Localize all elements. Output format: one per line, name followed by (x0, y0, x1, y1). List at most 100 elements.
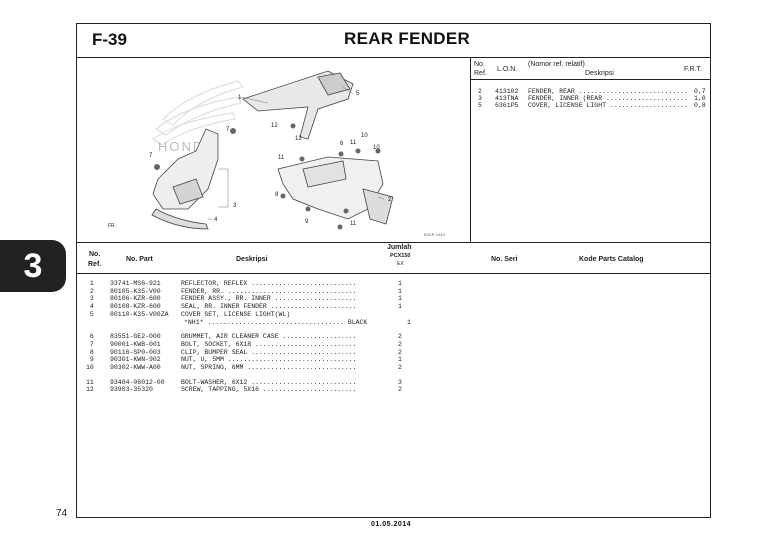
parts-row-qty: 1 (398, 295, 402, 303)
parts-row-desc: COVER SET, LICENSE LIGHT(WL) (181, 310, 291, 318)
parts-row-desc: BOLT-WASHER, 6X12 ......................… (181, 378, 357, 386)
ref-header-nomor: (Nomor ref. relatif) (528, 61, 585, 68)
svg-text:5: 5 (356, 91, 360, 97)
ref-row-desc: FENDER, REAR ...........................… (528, 88, 688, 95)
honda-watermark (151, 80, 245, 146)
parts-row-part: 83551-GE2-000 (110, 333, 161, 341)
ref-row-frt: 0,8 (694, 102, 706, 109)
parts-row-qty: 2 (398, 340, 402, 348)
parts-row-desc: NUT, SPRING, 6MM .......................… (181, 364, 357, 371)
svg-text:11: 11 (350, 221, 357, 227)
ref-row-ref: 3 (478, 95, 482, 102)
parts-header-deskripsi: Deskripsi (236, 256, 268, 263)
parts-row-part: 90001-KWB-001 (110, 340, 161, 348)
parts-row-desc: FENDER ASSY., RR. INNER ................… (181, 295, 357, 303)
parts-row-desc: NUT, U, 5MM ............................… (181, 356, 357, 364)
ref-row-desc: FENDER, INNER (REAR ....................… (528, 95, 688, 102)
parts-row-qty: 2 (398, 364, 402, 371)
parts-header-no: No. (89, 251, 101, 258)
parts-row-desc: GRUMMET, AIR CLEANER CASE ..............… (181, 333, 357, 341)
svg-text:11: 11 (278, 155, 285, 161)
parts-row-part: 93903-35320 (110, 386, 153, 394)
parts-row-desc: CLIP, BUMPER SEAL ......................… (181, 348, 357, 356)
parts-row-ref: 2 (86, 287, 94, 295)
page-number: 74 (56, 508, 68, 519)
parts-row-desc: REFLECTOR, REFLEX ......................… (181, 280, 357, 287)
svg-text:4: 4 (214, 217, 218, 223)
rear-fender-part (277, 156, 394, 225)
ref-header-no: No. (474, 61, 485, 68)
svg-text:2: 2 (388, 197, 392, 203)
svg-text:3: 3 (233, 203, 237, 209)
svg-text:FR.: FR. (108, 223, 116, 229)
ref-row-lon: 413102 (495, 88, 519, 95)
parts-row-qty: 1 (398, 280, 402, 287)
parts-row-ref: 12 (86, 386, 94, 394)
parts-row-ref: 9 (86, 356, 94, 364)
parts-row-desc: BOLT, SOCKET, 6X18 .....................… (181, 340, 357, 348)
parts-row-part: 33741-MS6-921 (110, 280, 161, 287)
ref-header-lon: L.O.N. (497, 66, 518, 73)
parts-header-nopart: No. Part (126, 256, 153, 263)
parts-row-part: 80106-KZR-600 (110, 295, 161, 303)
svg-text:7: 7 (149, 153, 153, 159)
svg-text:10: 10 (361, 133, 368, 139)
parts-row-desc: FENDER, RR. ............................… (181, 287, 357, 295)
parts-row-part: 90116-SP0-003 (110, 348, 161, 356)
parts-row-part: 80110-K35-V00ZA (110, 310, 169, 318)
ref-row-desc: COVER, LICENSE LIGHT ...................… (528, 102, 688, 109)
ref-row-frt: 1,0 (694, 95, 706, 102)
parts-row-ref: 7 (86, 340, 94, 348)
parts-header-ref: Ref. (88, 261, 102, 268)
parts-row-qty: 2 (398, 333, 402, 341)
parts-header-sub: EX (397, 261, 404, 267)
footer-date: 01.05.2014 (371, 521, 412, 528)
parts-row-ref: 11 (86, 378, 94, 386)
parts-row-part: 80108-KZR-600 (110, 303, 161, 311)
parts-row-desc: SEAL, RR. INNER FENDER .................… (181, 303, 357, 311)
leader-lines (208, 86, 385, 220)
parts-row-ref: 3 (86, 295, 94, 303)
parts-row-qty: 1 (398, 356, 402, 364)
parts-row-ref: 8 (86, 348, 94, 356)
parts-row-part: 90301-KWN-902 (110, 356, 161, 364)
parts-row-part: 80105-K35-V00 (110, 287, 161, 295)
parts-row-qty: 2 (398, 386, 402, 394)
parts-header-jumlah: Jumlah (387, 244, 412, 251)
page-code: F-39 (92, 30, 127, 49)
ref-header-deskripsi: Deskripsi (585, 70, 614, 77)
parts-row-qty: 1 (398, 303, 402, 311)
diagram-divider (470, 57, 471, 242)
ref-header-border (471, 79, 710, 80)
ref-row-frt: 0,7 (694, 88, 706, 95)
parts-row-qty: 2 (398, 348, 402, 356)
svg-text:1: 1 (238, 95, 242, 101)
parts-row-qty: 1 (398, 287, 402, 295)
ref-row-lon: 6361P5 (495, 102, 519, 109)
svg-text:6: 6 (340, 141, 344, 147)
parts-row-ref: 10 (86, 364, 94, 371)
svg-text:12: 12 (271, 123, 278, 129)
ref-row-ref: 2 (478, 88, 482, 95)
svg-text:11: 11 (350, 140, 357, 146)
parts-row-ref: 1 (86, 280, 94, 287)
parts-table-top-border (76, 242, 711, 243)
inner-fender-part (151, 128, 219, 230)
parts-header-noseri: No. Seri (491, 256, 518, 263)
ref-row-ref: 5 (478, 102, 482, 109)
page-frame (76, 23, 711, 518)
svg-text:9: 9 (305, 219, 309, 225)
svg-text:8: 8 (275, 192, 279, 198)
page-title: REAR FENDER (344, 29, 471, 48)
parts-row-variant: *NH1* ..................................… (184, 318, 368, 326)
parts-table-header-border (76, 273, 711, 274)
parts-header-model: PCX150 (390, 253, 411, 259)
parts-row-part: 93404-06012-00 (110, 378, 165, 386)
chapter-tab: 3 (0, 240, 66, 292)
ref-row-lon: 413TNA (495, 95, 519, 102)
diagram-code: E4CP-1443 (424, 232, 445, 237)
ref-header-frt: F.R.T. (684, 66, 702, 73)
svg-text:7: 7 (226, 127, 230, 133)
svg-text:12: 12 (295, 136, 302, 142)
